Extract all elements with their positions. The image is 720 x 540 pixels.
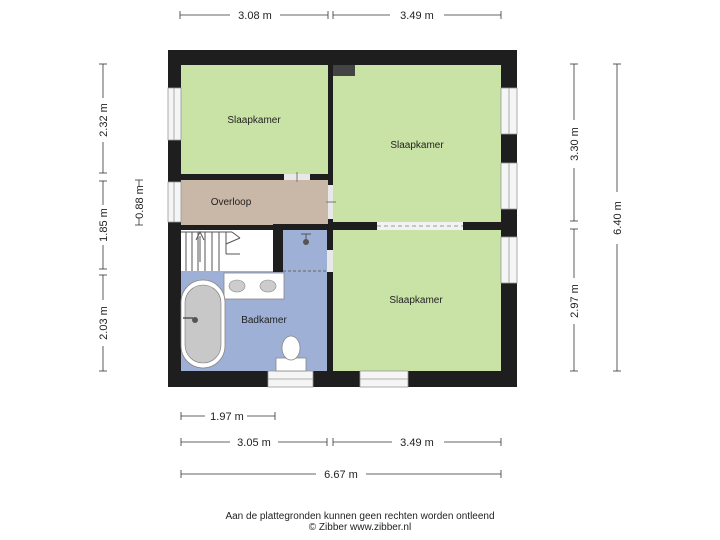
dim-left-1: 2.32 m bbox=[98, 103, 110, 137]
room-label-slaapkamer-1: Slaapkamer bbox=[227, 115, 281, 126]
room-overloop bbox=[181, 180, 328, 225]
dim-bottom-short: 1.97 m bbox=[210, 411, 244, 423]
staircase bbox=[181, 230, 241, 271]
room-slaapkamer-top-left bbox=[181, 65, 328, 174]
room-slaapkamer-bottom-right bbox=[333, 230, 501, 371]
dim-right-1: 3.30 m bbox=[569, 127, 581, 161]
room-label-slaapkamer-2: Slaapkamer bbox=[390, 140, 444, 151]
dim-top-right: 3.49 m bbox=[400, 10, 434, 22]
dim-bottom-left: 3.05 m bbox=[237, 437, 271, 449]
dimension-lines bbox=[99, 11, 621, 478]
room-label-overloop: Overloop bbox=[211, 197, 252, 208]
dim-left-inner: 0.88 m bbox=[134, 185, 146, 219]
dim-top-left: 3.08 m bbox=[238, 10, 272, 22]
room-label-slaapkamer-3: Slaapkamer bbox=[389, 295, 443, 306]
shower-head bbox=[301, 233, 311, 245]
bathroom-partition bbox=[273, 224, 283, 272]
dim-bottom-total: 6.67 m bbox=[324, 469, 358, 481]
bathroom-top-wall bbox=[273, 224, 333, 230]
stair-area bbox=[181, 230, 273, 271]
windows bbox=[167, 87, 518, 388]
room-slaapkamer-top-right bbox=[333, 65, 501, 222]
dim-left-3: 2.03 m bbox=[98, 306, 110, 340]
room-label-badkamer: Badkamer bbox=[241, 315, 287, 326]
shower-area bbox=[283, 230, 327, 273]
bathtub bbox=[180, 279, 226, 369]
dim-right-total: 6.40 m bbox=[612, 201, 624, 235]
sink-vanity bbox=[223, 272, 285, 300]
toilet bbox=[275, 335, 307, 372]
dim-right-2: 2.97 m bbox=[569, 284, 581, 318]
copyright-text: © Zibber www.zibber.nl bbox=[308, 522, 412, 533]
disclaimer-text: Aan de plattegronden kunnen geen rechten… bbox=[225, 511, 495, 522]
chimney bbox=[333, 65, 355, 76]
dim-bottom-right: 3.49 m bbox=[400, 437, 434, 449]
door-badkamer bbox=[327, 250, 333, 272]
dim-left-2: 1.85 m bbox=[98, 208, 110, 242]
